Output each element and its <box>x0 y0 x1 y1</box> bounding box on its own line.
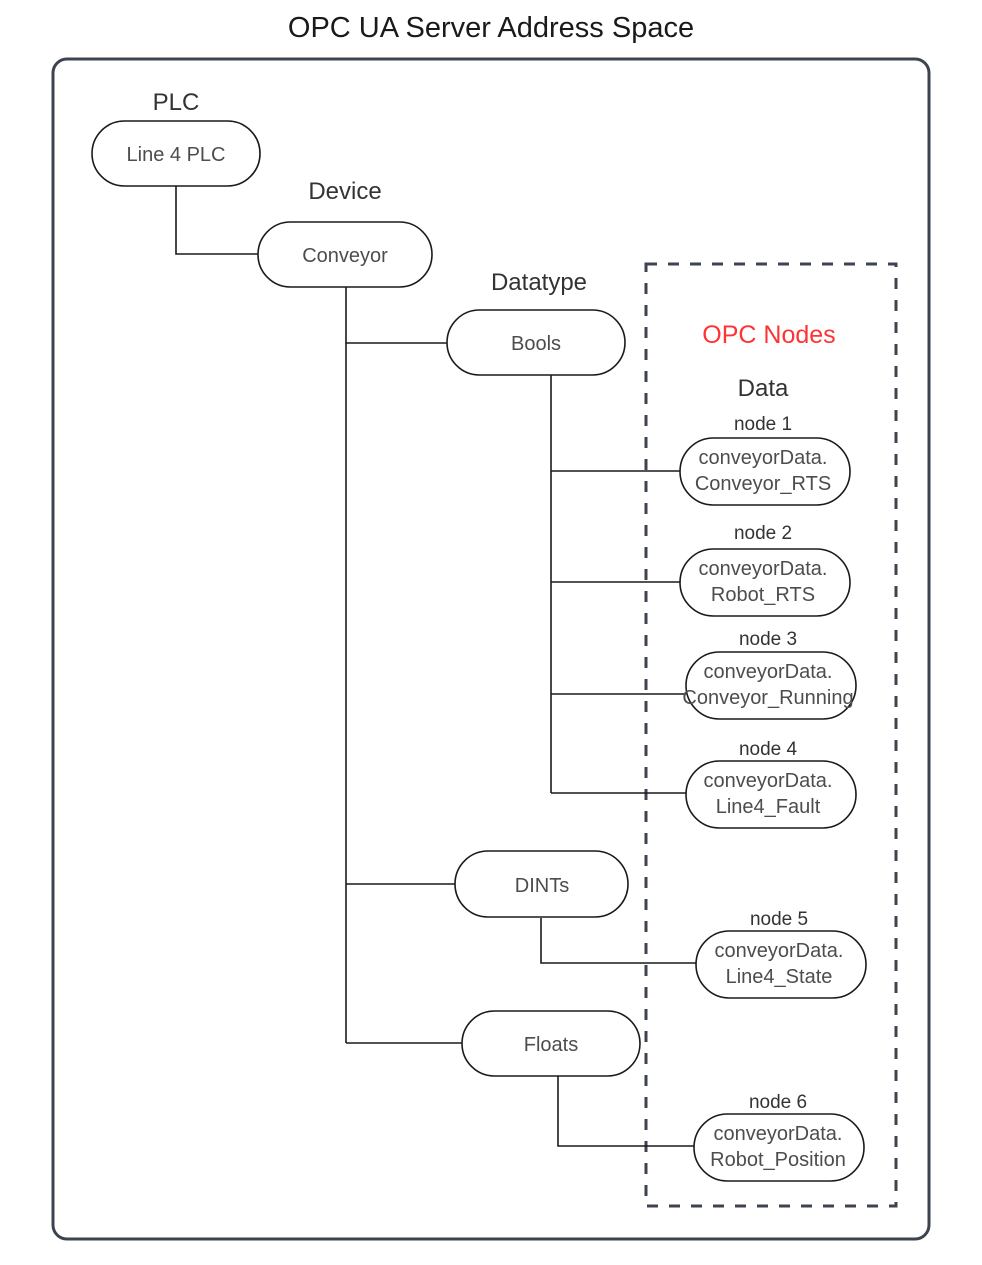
opc-node-6-shape <box>693 1113 865 1182</box>
node-line-4-plc[interactable]: Line 4 PLC <box>91 120 261 187</box>
opc-node-2[interactable]: conveyorData. Robot_RTS <box>679 548 851 617</box>
node-dints-label: DINTs <box>515 875 569 897</box>
opc-node-3-shape <box>685 651 857 720</box>
node-dints[interactable]: DINTs <box>454 850 629 918</box>
opc-node-5-shape <box>695 930 867 999</box>
connector-dints-to-node-5 <box>540 918 696 964</box>
node-line-4-plc-shape <box>91 120 261 187</box>
node-4-caption: node 4 <box>739 739 798 760</box>
opc-node-1-shape <box>679 437 851 506</box>
node-floats-shape <box>461 1010 641 1077</box>
label-device: Device <box>308 178 381 205</box>
node-3-caption: node 3 <box>739 629 797 650</box>
node-2-caption: node 2 <box>734 523 792 544</box>
node-conveyor-shape <box>257 221 433 288</box>
opc-node-1-line2: Conveyor_RTS <box>695 473 831 495</box>
connector-floats-to-node-6 <box>557 1076 694 1147</box>
opc-node-4-line2: Line4_Fault <box>716 796 821 818</box>
opc-nodes-subheading: Data <box>738 375 789 402</box>
page-title: OPC UA Server Address Space <box>288 12 694 44</box>
opc-node-2-line1: conveyorData. <box>699 558 828 580</box>
opc-nodes-dashed-frame <box>644 262 898 1208</box>
opc-node-3-line1: conveyorData. <box>704 661 833 683</box>
opc-node-5[interactable]: conveyorData. Line4_State <box>695 930 867 999</box>
node-floats-label: Floats <box>524 1034 578 1056</box>
connector-conveyor-to-bools <box>345 286 447 344</box>
opc-node-1[interactable]: conveyorData. Conveyor_RTS <box>679 437 851 506</box>
node-bools[interactable]: Bools <box>446 309 626 376</box>
opc-node-3[interactable]: conveyorData. Conveyor_Running <box>682 651 857 720</box>
opc-node-2-shape <box>679 548 851 617</box>
opc-node-5-line2: Line4_State <box>726 966 833 988</box>
label-datatype: Datatype <box>491 269 587 296</box>
opc-nodes-heading: OPC Nodes <box>702 321 835 349</box>
node-conveyor-label: Conveyor <box>302 245 388 267</box>
node-floats[interactable]: Floats <box>461 1010 641 1077</box>
opc-node-6-line2: Robot_Position <box>710 1149 846 1171</box>
label-plc: PLC <box>153 89 200 116</box>
node-6-caption: node 6 <box>749 1092 807 1113</box>
opc-node-3-line2: Conveyor_Running <box>682 687 853 709</box>
opc-node-5-line1: conveyorData. <box>715 940 844 962</box>
node-bools-shape <box>446 309 626 376</box>
connector-plc-to-conveyor <box>175 186 258 255</box>
opc-node-6-line1: conveyorData. <box>714 1123 843 1145</box>
opc-node-4-shape <box>685 760 857 829</box>
opc-node-1-line1: conveyorData. <box>699 447 828 469</box>
opc-node-2-line2: Robot_RTS <box>711 584 815 606</box>
node-5-caption: node 5 <box>750 909 808 930</box>
opc-node-4[interactable]: conveyorData. Line4_Fault <box>685 760 857 829</box>
node-bools-label: Bools <box>511 333 561 355</box>
opc-node-4-line1: conveyorData. <box>704 770 833 792</box>
node-conveyor[interactable]: Conveyor <box>257 221 433 288</box>
node-1-caption: node 1 <box>734 414 792 435</box>
server-address-space-frame <box>51 57 931 1241</box>
node-dints-shape <box>454 850 629 918</box>
node-line-4-plc-label: Line 4 PLC <box>127 144 226 166</box>
opc-node-6[interactable]: conveyorData. Robot_Position <box>693 1113 865 1182</box>
